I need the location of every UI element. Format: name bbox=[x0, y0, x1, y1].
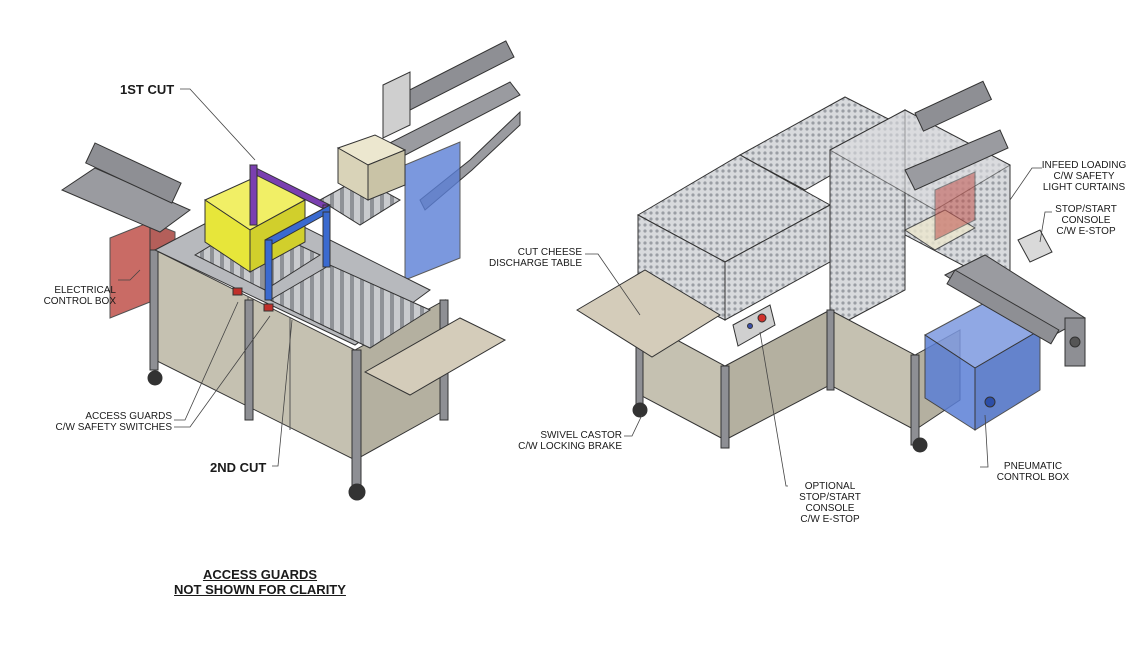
left-leader-lines bbox=[118, 88, 293, 467]
cut-cheese-discharge-table bbox=[576, 269, 721, 358]
infeed-cylinder bbox=[946, 269, 1060, 345]
left-machine bbox=[60, 40, 521, 501]
left-cylinder bbox=[85, 142, 182, 204]
label-access-guards: ACCESS GUARDS C/W SAFETY SWITCHES bbox=[55, 411, 173, 433]
label-swivel-castor: SWIVEL CASTOR C/W LOCKING BRAKE bbox=[518, 430, 622, 452]
leg bbox=[351, 349, 362, 491]
castor bbox=[912, 437, 928, 453]
label-first-cut: 1ST CUT bbox=[120, 82, 175, 97]
right-cabinet-right-front bbox=[829, 309, 916, 431]
left-blue-box bbox=[404, 141, 461, 281]
label-electrical-control-box: ELECTRICAL CONTROL BOX bbox=[43, 285, 116, 307]
castor bbox=[348, 483, 366, 501]
note-access-guards: ACCESS GUARDS NOT SHOWN FOR CLARITY bbox=[174, 567, 346, 597]
e-stop-button bbox=[757, 313, 767, 323]
stop-start-console bbox=[1017, 229, 1053, 263]
leg bbox=[149, 249, 159, 371]
left-cylinder-rail bbox=[60, 167, 191, 233]
label-second-cut: 2ND CUT bbox=[210, 460, 267, 475]
infeed-conveyor bbox=[268, 264, 432, 349]
label-discharge-table: CUT CHEESE DISCHARGE TABLE bbox=[489, 247, 582, 269]
safety-switch bbox=[263, 303, 274, 312]
right-machine bbox=[576, 80, 1086, 453]
safety-switch bbox=[232, 287, 243, 296]
castor bbox=[632, 402, 648, 418]
right-top-rail bbox=[904, 129, 1009, 191]
label-infeed-loading: INFEED LOADING C/W SAFETY LIGHT CURTAINS bbox=[1041, 160, 1127, 193]
right-leader-lines bbox=[585, 167, 1052, 487]
label-optional-console: OPTIONAL STOP/START CONSOLE C/W E-STOP bbox=[799, 481, 861, 525]
left-discharge-table bbox=[363, 317, 507, 396]
label-stop-start-console: STOP/START CONSOLE C/W E-STOP bbox=[1055, 204, 1117, 237]
start-button bbox=[747, 323, 753, 329]
castor bbox=[147, 370, 163, 386]
light-curtain-bracket bbox=[382, 71, 411, 139]
label-pneumatic-control-box: PNEUMATIC CONTROL BOX bbox=[996, 461, 1070, 483]
right-top-cylinder bbox=[914, 80, 993, 132]
leg bbox=[244, 299, 254, 421]
electrical-control-box bbox=[109, 221, 151, 319]
